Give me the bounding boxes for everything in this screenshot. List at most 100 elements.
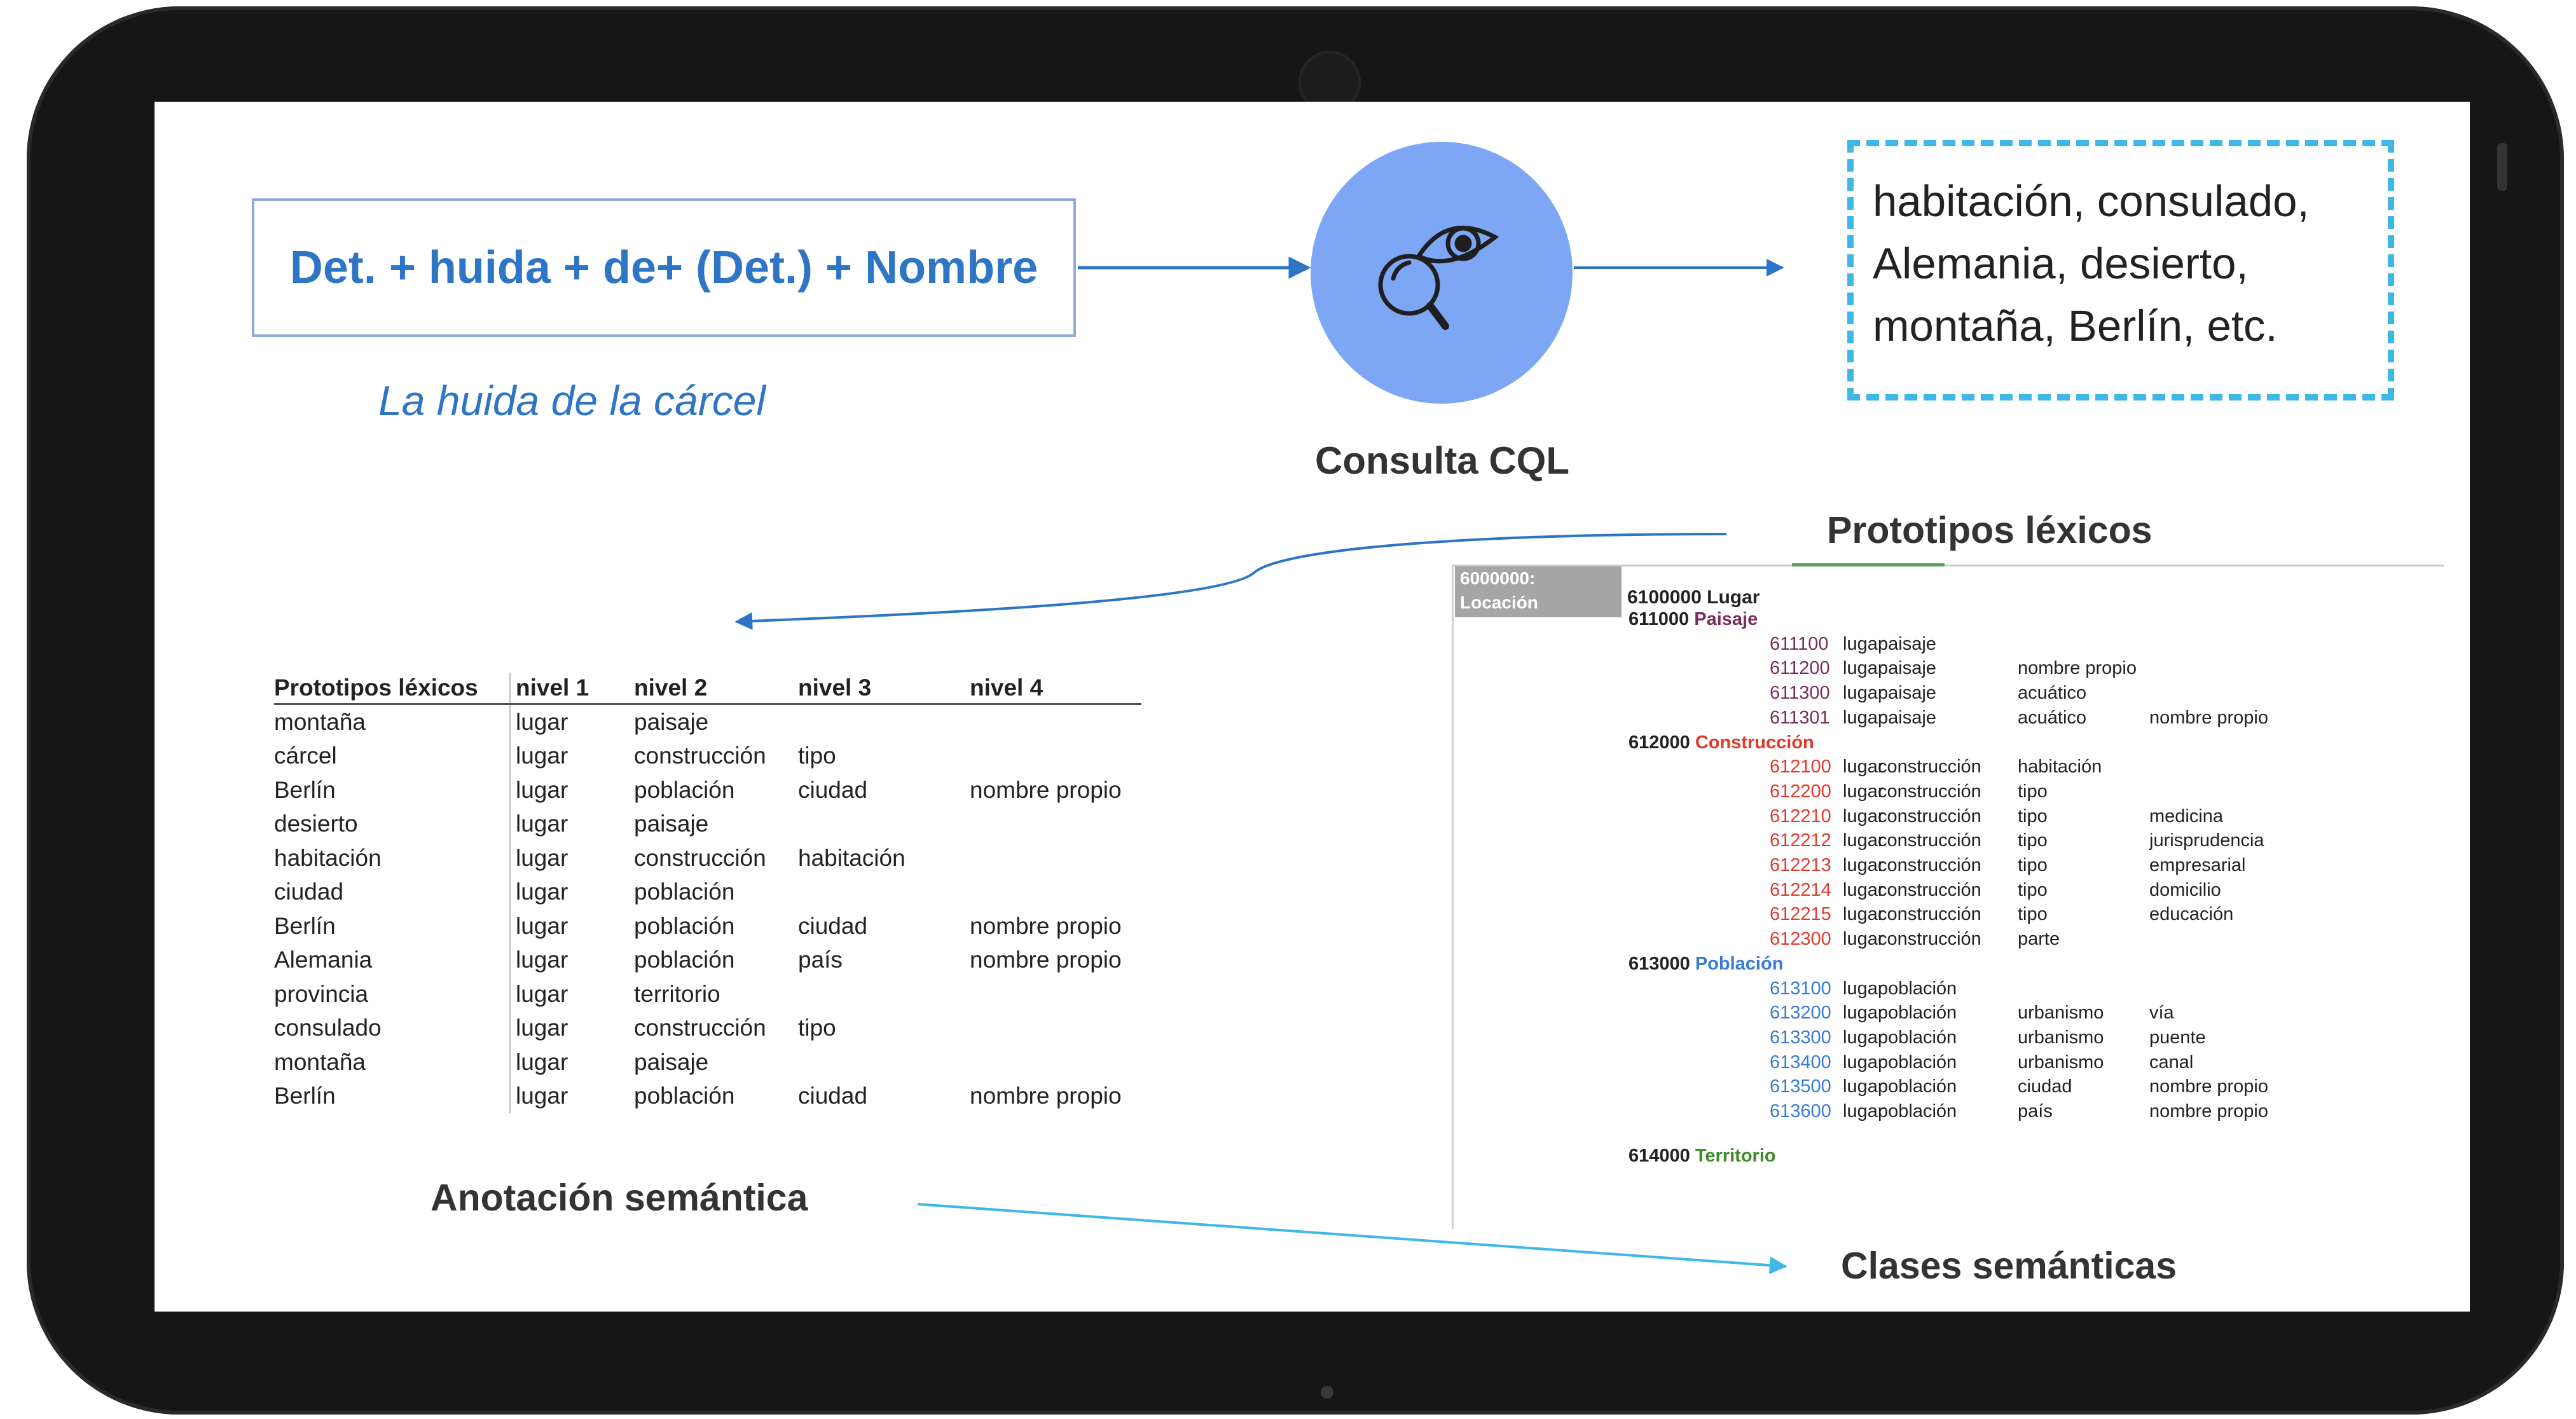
class-level-value: urbanismo: [2018, 1052, 2104, 1073]
class-level-value: lugar: [1843, 658, 1884, 679]
prototypes-title: Prototipos léxicos: [1827, 509, 2152, 551]
class-group-header: 614000 Territorio: [1629, 1146, 1776, 1167]
table-cell: territorio: [634, 980, 720, 1007]
table-cell: Berlín: [274, 776, 336, 803]
class-level-value: construcción: [1878, 805, 1981, 826]
class-level-value: población: [1878, 1101, 1957, 1121]
divider: [1452, 565, 2444, 566]
query-pattern-box: Det. + huida + de+ (Det.) + Nombre: [252, 198, 1076, 337]
cql-label: Consulta CQL: [1315, 439, 1569, 482]
class-code: 611301: [1770, 707, 1830, 728]
class-group-name: Paisaje: [1694, 609, 1758, 629]
table-cell: ciudad: [798, 776, 868, 803]
class-level-value: vía: [2149, 1003, 2174, 1024]
class-level-value: domicilio: [2149, 879, 2221, 900]
class-code: 611300: [1770, 683, 1830, 704]
class-level-value: construcción: [1878, 879, 1981, 900]
class-level-value: construcción: [1878, 781, 1981, 802]
class-level-value: lugar: [1843, 707, 1884, 728]
class-level-value: canal: [2149, 1052, 2194, 1073]
table-cell: lugar: [509, 841, 634, 875]
table-cell: paisaje: [634, 1048, 709, 1075]
clases-label: Clases semánticas: [1841, 1245, 2177, 1287]
divider-accent: [1792, 563, 1945, 566]
class-group-name: Territorio: [1695, 1145, 1776, 1166]
class-group-code: 613000: [1629, 953, 1690, 974]
class-level-value: lugar: [1843, 1101, 1884, 1121]
class-code: 613300: [1770, 1027, 1831, 1048]
class-level-value: lugar: [1843, 757, 1884, 778]
table-cell: lugar: [509, 739, 634, 773]
class-level-value: nombre propio: [2018, 658, 2137, 679]
class-level-value: lugar: [1843, 683, 1884, 704]
header-cell: nivel 3: [798, 673, 970, 705]
class-level-value: lugar: [1843, 805, 1884, 826]
table-cell: ciudad: [798, 1083, 868, 1109]
arrow-annotation-to-classes: [917, 1203, 1787, 1275]
class-level-value: construcción: [1878, 929, 1981, 950]
table-cell: construcción: [634, 1015, 766, 1041]
class-group-code: 614000: [1629, 1145, 1690, 1166]
class-level-value: parte: [2018, 929, 2060, 950]
table-cell: lugar: [509, 977, 634, 1011]
class-code: 612213: [1770, 855, 1831, 875]
header-cell: nivel 1: [509, 673, 634, 705]
table-cell: paisaje: [634, 811, 709, 837]
class-code: 611100: [1770, 633, 1829, 654]
class-level-value: urbanismo: [2018, 1003, 2104, 1024]
screen: Det. + huida + de+ (Det.) + Nombre La hu…: [155, 102, 2470, 1312]
class-level-value: tipo: [2018, 781, 2048, 802]
table-cell: nombre propio: [970, 912, 1122, 939]
class-group-code: 611000: [1629, 609, 1690, 629]
class-level-value: lugar: [1843, 879, 1884, 900]
table-cell: desierto: [274, 811, 358, 837]
class-group-name: Construcción: [1695, 732, 1814, 753]
table-cell: Berlín: [274, 912, 336, 939]
class-level-value: lugar: [1843, 855, 1884, 875]
table-cell: lugar: [509, 807, 634, 841]
table-header-row: Prototipos léxicos nivel 1 nivel 2 nivel…: [274, 673, 1141, 705]
class-level-value: lugar: [1843, 781, 1884, 802]
class-code: 613400: [1770, 1052, 1831, 1073]
class-level-value: acuático: [2018, 707, 2087, 728]
cql-circle: [1311, 142, 1573, 404]
class-level-value: población: [1878, 1076, 1957, 1097]
table-cell: provincia: [274, 980, 369, 1007]
table-cell: montaña: [274, 1048, 366, 1075]
table-cell: Alemania: [274, 947, 373, 973]
class-level-value: empresarial: [2149, 855, 2246, 875]
class-level-value: educación: [2149, 904, 2234, 925]
class-level-value: lugar: [1843, 904, 1884, 925]
class-level-value: construcción: [1878, 757, 1981, 778]
table-cell: nombre propio: [970, 1083, 1122, 1109]
class-level-value: nombre propio: [2149, 1101, 2268, 1121]
class-level-value: tipo: [2018, 879, 2048, 900]
class-level-value: país: [2018, 1101, 2053, 1121]
table-cell: lugar: [509, 1045, 634, 1080]
table-cell: país: [798, 947, 843, 973]
class-code: 612212: [1770, 830, 1831, 851]
class-level-value: lugar: [1843, 1076, 1884, 1097]
class-level-value: medicina: [2149, 805, 2224, 826]
result-line: habitación, consulado,: [1873, 177, 2310, 226]
arrow-prototypes-to-table: [734, 533, 1727, 630]
class-level-value: tipo: [2018, 904, 2048, 925]
table-cell: lugar: [509, 1011, 634, 1045]
table-cell: construcción: [634, 844, 766, 871]
class-level-value: lugar: [1843, 1027, 1884, 1048]
table-cell: paisaje: [634, 708, 709, 735]
class-level-value: habitación: [2018, 757, 2102, 778]
table-cell: ciudad: [274, 879, 344, 905]
query-example: La huida de la cárcel: [378, 377, 766, 424]
class-code: 613600: [1770, 1101, 1831, 1121]
class-level-value: población: [1878, 978, 1957, 999]
class-level-value: puente: [2149, 1027, 2206, 1048]
table-cell: nombre propio: [970, 776, 1122, 803]
